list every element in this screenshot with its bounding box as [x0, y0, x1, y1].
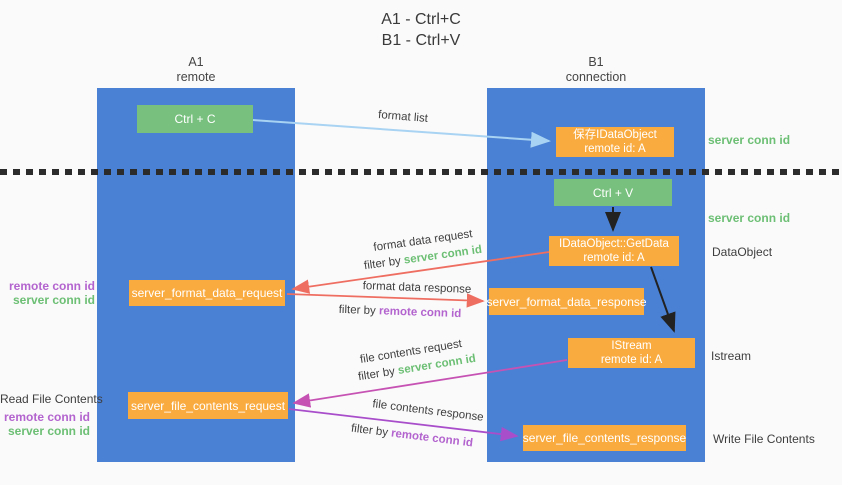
label-remote-conn-id-1: remote conn id: [8, 279, 95, 293]
node-file-request-label: server_file_contents_request: [130, 398, 286, 413]
title-line-a1: A1 - Ctrl+C: [381, 11, 461, 28]
node-getdata-line1: IDataObject::GetData: [559, 238, 669, 250]
label-remote-conn-id-2: remote conn id: [3, 410, 90, 424]
filter-by-text: filter by: [357, 365, 399, 384]
lifeline-a1-role: remote: [176, 70, 216, 84]
filter-key-remote-conn-id: remote conn id: [390, 427, 474, 450]
filter-key-remote-conn-id: remote conn id: [378, 305, 462, 321]
arrow-label-format-list: format list: [377, 109, 429, 125]
label-conn-ids-format: remote conn id server conn id: [0, 279, 95, 307]
label-server-conn-id-2: server conn id: [7, 424, 90, 438]
node-istream: IStream remote id: A: [568, 338, 695, 368]
arrow-label-filter-format-response: filter by remote conn id: [338, 304, 461, 320]
label-write-file-contents: Write File Contents: [713, 432, 815, 446]
node-istream-line1: IStream: [611, 340, 652, 352]
node-server-format-data-response: server_format_data_response: [486, 288, 647, 315]
label-istream: Istream: [711, 349, 752, 363]
node-format-response-label: server_format_data_response: [486, 294, 647, 309]
label-conn-ids-file: remote conn id server conn id: [0, 410, 90, 438]
node-ctrl-c: Ctrl + C: [137, 105, 253, 133]
filter-by-text: filter by: [338, 303, 380, 318]
node-format-request-label: server_format_data_request: [131, 286, 283, 300]
filter-by-text: filter by: [350, 422, 392, 440]
node-istream-line2: remote id: A: [600, 354, 663, 366]
arrow-label-file-contents-response: file contents response: [371, 398, 485, 424]
label-server-conn-id-top: server conn id: [708, 133, 791, 147]
label-server-conn-id-mid: server conn id: [708, 211, 791, 225]
node-ctrl-v-label: Ctrl + V: [592, 185, 634, 200]
lifeline-header-b1: B1 connection: [487, 55, 705, 85]
node-server-format-data-request: server_format_data_request: [129, 280, 285, 306]
node-server-file-contents-response: server_file_contents_response: [523, 425, 686, 451]
arrow-label-format-data-response: format data response: [362, 280, 472, 296]
arrow-label-filter-file-response: filter by remote conn id: [350, 423, 473, 450]
node-getdata-line2: remote id: A: [583, 252, 645, 264]
node-save-idataobject-line1: 保存IDataObject: [573, 129, 657, 141]
lifeline-b1-name: B1: [588, 55, 604, 69]
label-dataobject: DataObject: [712, 245, 773, 259]
node-save-idataobject: 保存IDataObject remote id: A: [556, 127, 674, 157]
lifeline-b1-role: connection: [565, 70, 627, 84]
node-ctrl-v: Ctrl + V: [554, 179, 672, 206]
node-ctrl-c-label: Ctrl + C: [174, 112, 216, 126]
filter-by-text: filter by: [363, 254, 405, 273]
lifeline-header-a1: A1 remote: [97, 55, 295, 85]
title-line-b1: B1 - Ctrl+V: [381, 32, 461, 49]
diagram-title: A1 - Ctrl+C B1 - Ctrl+V: [0, 9, 842, 51]
session-divider-dotted-line: [0, 169, 842, 175]
lifeline-a1-name: A1: [188, 55, 204, 69]
node-idataobject-getdata: IDataObject::GetData remote id: A: [549, 236, 679, 266]
label-read-file-contents: Read File Contents: [0, 392, 103, 406]
node-save-idataobject-line2: remote id: A: [584, 143, 646, 155]
node-server-file-contents-request: server_file_contents_request: [128, 392, 288, 419]
label-server-conn-id-1: server conn id: [12, 293, 95, 307]
node-file-response-label: server_file_contents_response: [522, 431, 687, 445]
